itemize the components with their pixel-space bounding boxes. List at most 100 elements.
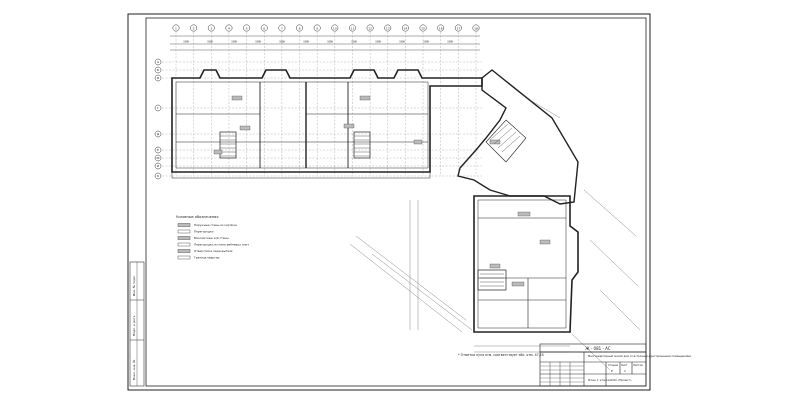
drawing-title: План 1 этажа: [588, 378, 610, 382]
sheets-label: Листов: [633, 363, 643, 367]
stage-label: Стадия: [608, 363, 618, 367]
top-axis-label: 8: [299, 26, 301, 30]
top-axis-7: 7: [278, 24, 286, 32]
top-axis-17: 17: [454, 24, 462, 32]
dimension-text: 3300: [303, 41, 309, 44]
legend-title: Условные обозначения: [176, 215, 218, 219]
left-axis-И: И: [154, 162, 162, 170]
top-axis-label: 15: [421, 26, 425, 30]
top-dimension-texts: 3300 3300 3300 3300 3300 3300 3300 3300 3300 3300…: [183, 41, 453, 44]
sheet-label: Лист: [621, 363, 628, 367]
top-axis-10: 10: [331, 24, 339, 32]
sheet-value: 1: [624, 369, 626, 373]
legend-item-label: Перегородки из пазогребневых плит: [194, 243, 249, 247]
side-stamp: Инв. № подл. Подп. и дата Взам. инв. №: [129, 261, 145, 387]
left-axis-label: Д: [157, 132, 160, 136]
left-axis-label: А: [157, 60, 160, 64]
side-stamp-2: Подп. и дата: [132, 315, 136, 336]
dimension-text: 3300: [399, 41, 405, 44]
top-axis-9: 9: [313, 24, 321, 32]
right-wing-stair: [480, 273, 504, 287]
top-axis-2: 2: [190, 24, 198, 32]
left-axis-В: В: [154, 74, 162, 82]
left-axis-label: Г: [157, 106, 159, 110]
left-axis-Е: Е: [154, 146, 162, 154]
title-block: [539, 351, 647, 387]
right-wing-dimensions: [409, 200, 570, 353]
left-axis-А: А: [154, 58, 162, 66]
dimension-text: 3300: [423, 41, 429, 44]
top-axis-8: 8: [296, 24, 303, 32]
dimension-text: 3300: [255, 41, 261, 44]
top-axis-14: 14: [401, 24, 409, 32]
left-axis-Б: Б: [154, 66, 162, 74]
dimension-text: 3300: [183, 41, 189, 44]
dimension-text: 3300: [351, 41, 357, 44]
building-left-wing: [171, 69, 483, 179]
top-axis-label: 10: [333, 26, 337, 30]
legend-item: Перегородки: [177, 230, 214, 234]
footnote-text: * Отметка нуля отм. соответствует абс. о…: [458, 353, 544, 357]
left-axis-Ж: Ж: [154, 154, 162, 162]
dimension-text: 3300: [375, 41, 381, 44]
legend-item: Монолитные ж/б стены: [177, 236, 229, 240]
top-dimension-lines: [170, 35, 480, 51]
left-axis-label: Б: [157, 68, 159, 72]
top-axis-label: 7: [281, 26, 283, 30]
left-axis-Д: Д: [154, 130, 162, 138]
stamp-code-box: [539, 343, 647, 353]
side-stamp-1: Инв. № подл.: [132, 275, 136, 296]
top-axis-label: 3: [210, 26, 212, 30]
top-axis-label: 13: [386, 26, 390, 30]
left-axis-К: К: [154, 172, 162, 180]
top-axis-18: 18: [472, 24, 480, 32]
left-axis-label: К: [157, 174, 160, 178]
stamp-code: Ж - 081 - АС: [585, 346, 611, 351]
dimension-text: 3300: [207, 41, 213, 44]
top-axis-15: 15: [419, 24, 427, 32]
legend-item-label: Наружные стены из кирпича: [194, 223, 237, 227]
inner-frame: [145, 17, 647, 387]
top-axis-label: 9: [316, 26, 318, 30]
top-axis-13: 13: [384, 24, 392, 32]
legend: Условные обозначения Наружные стены из к…: [176, 215, 249, 260]
left-axis-markers: АБВ Г Д ЕЖИ К: [154, 58, 162, 180]
top-axis-label: 1: [175, 26, 177, 30]
top-axis-label: 12: [368, 26, 372, 30]
legend-item: Перегородки из пазогребневых плит: [177, 243, 249, 247]
top-axis-label: 16: [439, 26, 443, 30]
left-axis-label: И: [157, 164, 159, 168]
grid-lines: [162, 32, 482, 177]
dimension-text: 3300: [327, 41, 333, 44]
building-right-wing: [473, 195, 579, 333]
stair-hatching: [220, 135, 370, 157]
top-axis-label: 5: [246, 26, 248, 30]
dimension-text: 3300: [231, 41, 237, 44]
left-axis-label: Е: [157, 148, 159, 152]
top-axis-4: 4: [225, 24, 233, 32]
top-axis-label: 4: [228, 26, 230, 30]
top-axis-11: 11: [349, 24, 356, 32]
top-axis-label: 11: [351, 26, 355, 30]
legend-item: Граница квартир: [177, 256, 220, 260]
legend-item-label: Перегородки: [194, 230, 214, 234]
top-axis-16: 16: [437, 24, 445, 32]
left-axis-label: В: [157, 76, 159, 80]
organization: ООО «Проект»: [610, 378, 632, 382]
legend-item: Отверстия в перекрытиях: [177, 249, 233, 253]
top-axis-12: 12: [366, 24, 374, 32]
dimension-text: 3300: [447, 41, 453, 44]
top-axis-label: 14: [403, 26, 407, 30]
left-axis-label: Ж: [156, 156, 160, 160]
outer-frame: [127, 13, 651, 391]
project-description: Многоквартирный жилой дом со встроенно-п…: [588, 354, 691, 358]
top-axis-3: 3: [207, 24, 215, 32]
legend-item-label: Монолитные ж/б стены: [194, 236, 229, 240]
legend-item: Наружные стены из кирпича: [177, 223, 237, 227]
top-axis-label: 6: [263, 26, 265, 30]
legend-item-label: Граница квартир: [194, 256, 220, 260]
legend-item-label: Отверстия в перекрытиях: [194, 249, 233, 253]
top-axis-label: 17: [456, 26, 460, 30]
